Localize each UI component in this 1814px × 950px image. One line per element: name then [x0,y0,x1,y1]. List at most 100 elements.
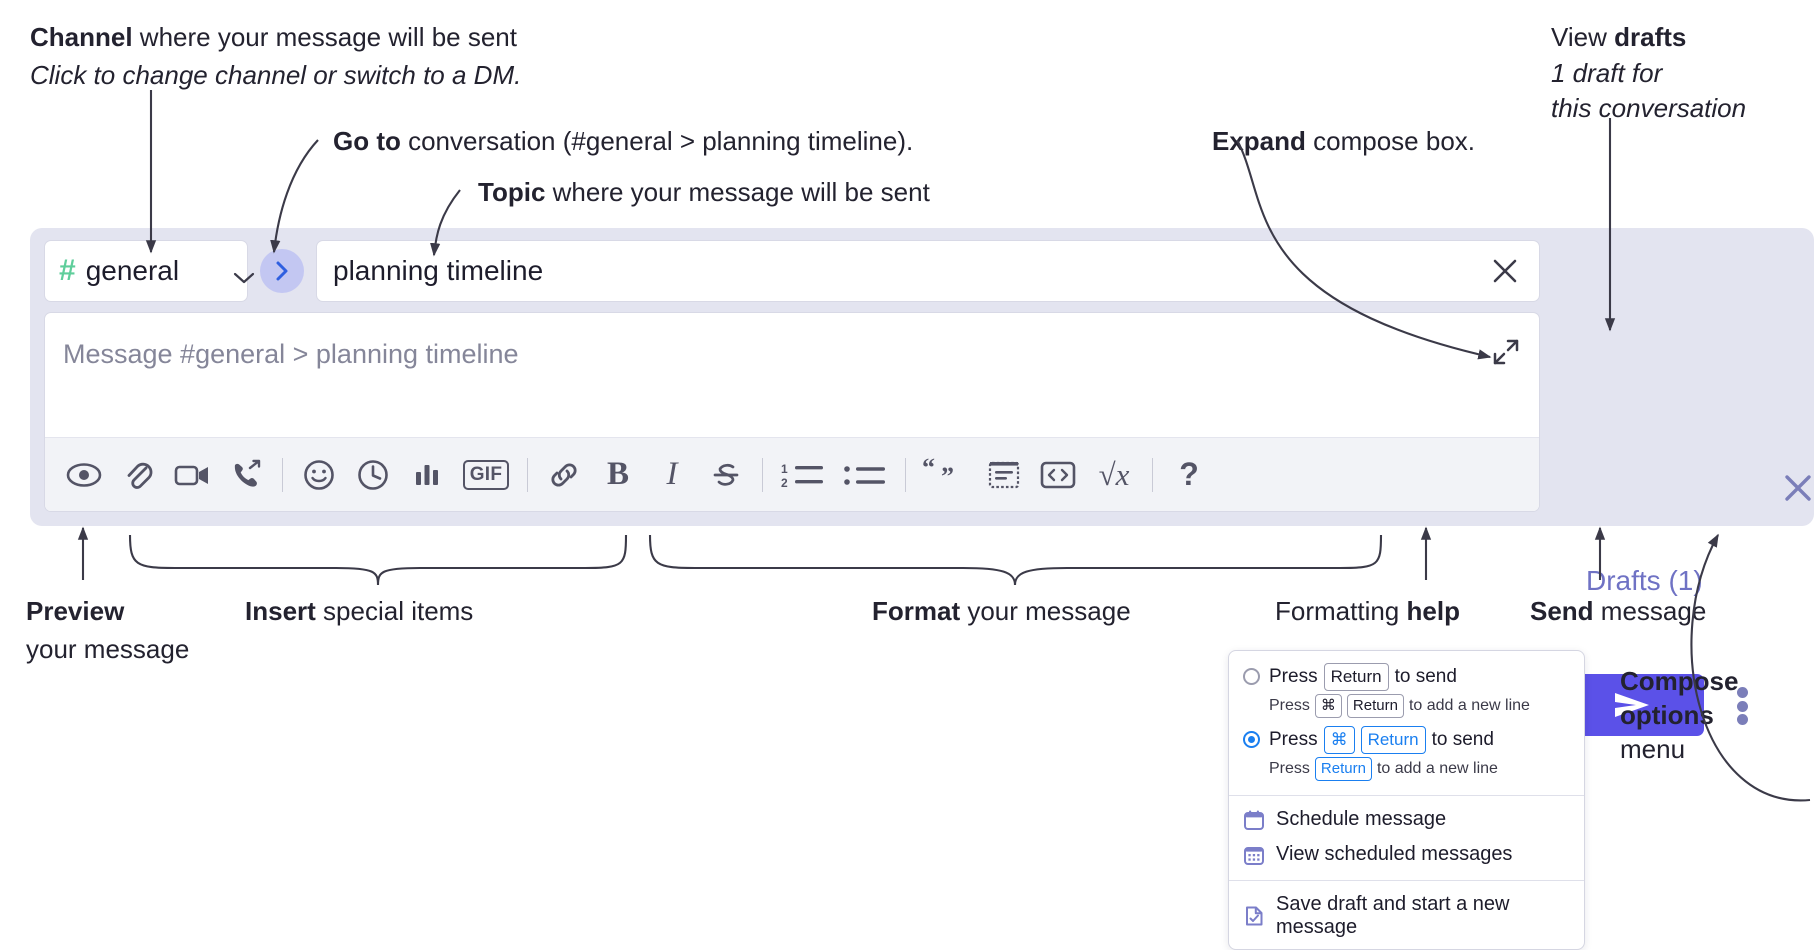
annotation-compose-options: Compose options menu [1620,665,1738,766]
menu-item-label: Schedule message [1276,808,1447,830]
annotation-insert: Insert special items [245,596,473,628]
math-label: √x [1098,456,1130,492]
clear-topic-icon[interactable] [1485,251,1525,291]
compose-panel: Drafts (1) # general planning timeline [30,228,1814,736]
menu-divider [1229,880,1584,881]
key-return: Return [1360,726,1426,754]
option-press-text: Press [1269,728,1318,750]
menu-divider [1229,795,1584,796]
goto-conversation-button[interactable] [260,249,304,293]
key-command: ⌘ [1323,726,1355,754]
annotation-compose-bold1: Compose [1620,666,1739,696]
gif-icon[interactable]: GIF [454,448,518,502]
close-icon[interactable] [1778,468,1814,508]
brace-insert [128,534,628,586]
topic-input[interactable]: planning timeline [316,240,1540,302]
option-subtext: Press ⌘ Return to add a new line [1229,693,1584,725]
annotation-drafts-line2: 1 draft for [1551,57,1663,88]
annotation-send-bold: Send [1530,596,1594,626]
annotation-send: Send message [1530,596,1706,628]
clock-icon[interactable] [346,448,400,502]
drafts-link[interactable]: Drafts (1) [1586,565,1703,596]
menu-item-save-draft[interactable]: Save draft and start a new message [1229,887,1584,949]
italic-icon[interactable]: I [645,448,699,502]
compose-options-menu: Press Return to send Press ⌘ Return to a… [1228,650,1585,950]
svg-text:1: 1 [781,462,788,476]
radio-button-selected[interactable] [1243,731,1260,749]
annotation-expand: Expand compose box. [1212,126,1475,158]
compose-inner: # general planning timeline Message #gen… [44,240,1540,512]
toolbar-divider [1152,457,1153,492]
emoji-icon[interactable] [292,448,346,502]
radio-button[interactable] [1243,668,1260,686]
ordered-list-icon[interactable]: 1 2 [772,448,834,502]
sub-tail-text: to add a new line [1376,759,1498,777]
annotation-channel-rest: where your message will be sent [132,22,517,52]
compose-header-row: # general planning timeline [44,240,1540,302]
toolbar-divider [762,457,763,492]
annotation-drafts-bold: drafts [1614,22,1687,52]
annotation-help-plain: Formatting [1275,596,1407,626]
italic-label: I [666,456,678,492]
code-block-icon[interactable] [977,448,1031,502]
toolbar-divider [527,457,528,492]
menu-item-schedule-message[interactable]: Schedule message [1229,802,1584,837]
option-label: Press ⌘ Return to send [1269,726,1494,754]
message-placeholder: Message #general > planning timeline [63,339,519,369]
annotation-expand-rest: compose box. [1305,126,1476,156]
annotation-formatting-help: Formatting help [1275,596,1460,628]
option-label: Press Return to send [1269,663,1457,691]
annotation-channel-italic: Click to change channel or switch to a D… [30,59,522,90]
svg-text:“: “ [922,458,935,482]
blockquote-icon[interactable]: “ ” [915,448,977,502]
send-icon [1615,693,1649,717]
option-press-text: Press [1269,665,1318,687]
message-input-box[interactable]: Message #general > planning timeline [44,312,1540,512]
annotation-help-bold: help [1406,596,1460,626]
help-label: ? [1179,456,1199,492]
annotation-drafts-plain: View [1551,22,1615,52]
strikethrough-icon[interactable] [699,448,753,502]
code-icon[interactable] [1031,448,1085,502]
math-icon[interactable]: √x [1085,448,1143,502]
expand-compose-icon[interactable] [1489,335,1525,371]
gif-label: GIF [462,459,510,490]
annotation-goto-bold: Go to [333,126,401,156]
option-tosend-text: to send [1431,728,1494,750]
annotation-format-rest: your message [960,596,1131,626]
sub-tail-text: to add a new line [1408,696,1530,714]
annotation-insert-bold: Insert [245,596,316,626]
poll-icon[interactable] [400,448,454,502]
menu-option-cmd-return-to-send[interactable]: Press ⌘ Return to send [1229,724,1584,756]
channel-selector[interactable]: # general [44,240,255,302]
annotation-preview: Preview your message [26,596,189,665]
paperclip-icon[interactable] [111,448,165,502]
help-icon[interactable]: ? [1162,448,1216,502]
menu-option-return-to-send[interactable]: Press Return to send [1229,661,1584,693]
menu-item-view-scheduled-messages[interactable]: View scheduled messages [1229,837,1584,872]
annotation-format: Format your message [872,596,1131,628]
annotation-drafts: View drafts 1 draft for this conversatio… [1551,22,1746,125]
calendar-grid-icon [1243,844,1265,866]
toolbar-divider [905,457,906,492]
eye-icon[interactable] [57,448,111,502]
svg-text:”: ” [941,462,954,491]
channel-name: general [85,255,180,286]
topic-value: planning timeline [333,255,544,286]
phone-forward-icon[interactable] [219,448,273,502]
sub-press-text: Press [1269,696,1310,714]
key-return: Return [1346,693,1404,718]
annotation-topic: Topic where your message will be sent [478,177,930,209]
bullet-list-icon[interactable] [834,448,896,502]
link-icon[interactable] [537,448,591,502]
key-return: Return [1323,663,1389,691]
menu-item-label: View scheduled messages [1276,843,1513,865]
annotation-preview-bold: Preview [26,596,125,626]
key-command: ⌘ [1314,693,1342,718]
annotation-channel: Channel where your message will be sent … [30,22,521,91]
formatting-toolbar: GIF B I [45,437,1539,511]
bold-icon[interactable]: B [591,448,645,502]
video-icon[interactable] [165,448,219,502]
svg-text:2: 2 [781,476,788,490]
annotation-topic-bold: Topic [478,177,546,207]
